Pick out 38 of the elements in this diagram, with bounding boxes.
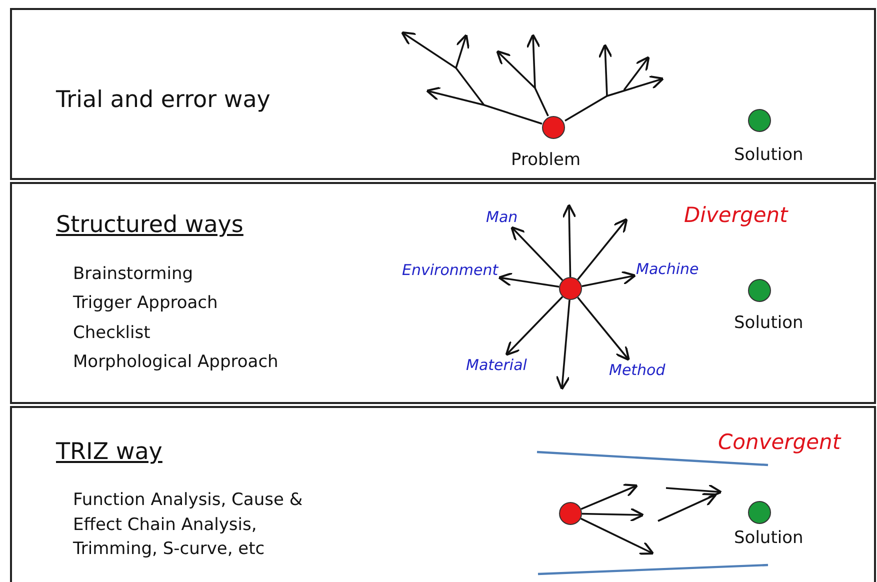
arrow (556, 300, 570, 390)
factor-label: Environment (402, 261, 498, 279)
arrow (510, 226, 564, 281)
panel (10, 8, 876, 180)
list-item: Brainstorming (73, 263, 194, 286)
origin-circle (559, 502, 582, 525)
annotation-text: Convergent (718, 430, 841, 454)
node-label: Solution (734, 527, 804, 550)
factor-label: Material (466, 356, 527, 374)
node-label: Solution (734, 144, 804, 167)
arrow (577, 296, 630, 361)
arrow (577, 218, 628, 280)
node-label: Solution (734, 312, 804, 335)
list-item: Morphological Approach (73, 351, 278, 374)
panel-heading: TRIZ way (56, 438, 162, 467)
panel (10, 182, 876, 404)
arrow (496, 50, 549, 116)
arrow (564, 75, 664, 122)
list-item: Checklist (73, 322, 150, 345)
arrow (582, 507, 644, 522)
panel (10, 406, 876, 582)
factor-label: Man (486, 208, 518, 226)
factor-label: Machine (636, 260, 699, 278)
node-label: Problem (511, 149, 581, 172)
factor-label: Method (609, 361, 666, 379)
arrow (580, 484, 638, 510)
list-item: Trigger Approach (73, 292, 218, 315)
arrow (505, 296, 564, 356)
panel-heading: Structured ways (56, 211, 244, 240)
arrow (562, 204, 577, 278)
origin-circle (559, 277, 582, 300)
annotation-text: Divergent (684, 203, 788, 227)
arrow (580, 518, 654, 555)
arrow (498, 272, 560, 288)
panel-heading: Trial and error way (56, 86, 270, 115)
arrow (426, 86, 542, 125)
description-text: Function Analysis, Cause & Effect Chain Analysis, Trimming, S-curve, etc (73, 489, 304, 562)
arrow (582, 270, 636, 288)
